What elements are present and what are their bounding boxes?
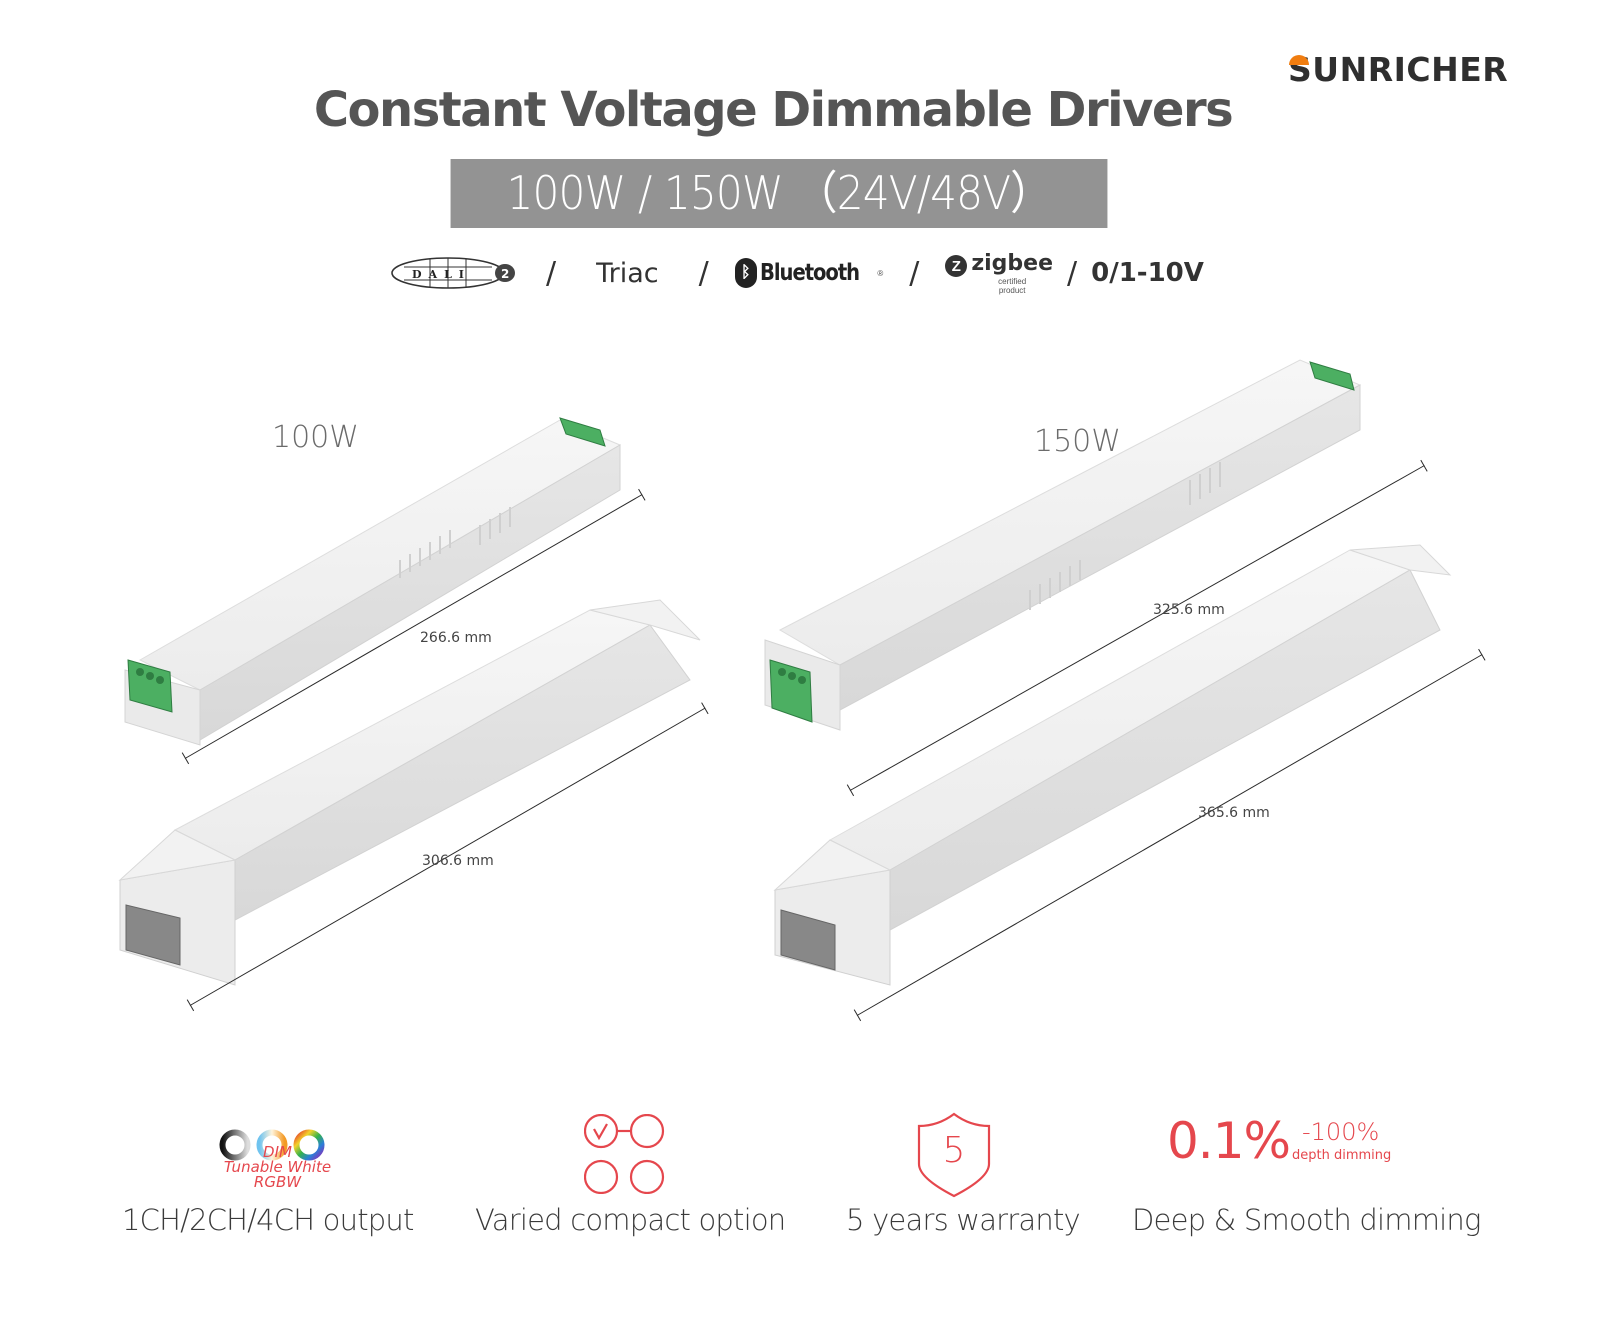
driver-150w-open [764, 359, 1362, 731]
color-rings-icon [219, 1129, 325, 1161]
logo-text: UNRICHER [1312, 50, 1509, 89]
bluetooth-label: Bluetooth [759, 260, 860, 286]
analog-dimming-label: 0/1-10V [1091, 258, 1204, 288]
feature-output-label: 1CH/2CH/4CH output [122, 1203, 414, 1237]
mode-tunable-white: Tunable White [223, 1158, 332, 1176]
dimming-min-value: 0.1% [1167, 1112, 1291, 1170]
output-modes: DIM Tunable White RGBW [205, 1145, 350, 1190]
triac-label: Triac [596, 257, 659, 289]
dali-text: DALI [412, 268, 471, 281]
feature-warranty-label: 5 years warranty [846, 1203, 1081, 1237]
wattage-label-100w: 100W [272, 420, 359, 455]
dimension-150w-open: 325.6 mm [1153, 602, 1225, 618]
zigbee-icon: Z [945, 255, 968, 277]
dali-version: 2 [501, 267, 509, 281]
dimension-100w-covered: 306.6 mm [422, 853, 494, 869]
protocol-row: DALI 2 / Triac / ᛒ Bluetooth ® / Z zigbe… [390, 248, 1204, 298]
driver-100w-open [124, 417, 622, 746]
shield-warranty-icon: 5 [916, 1112, 992, 1198]
bluetooth-icon: ᛒ [734, 258, 757, 288]
zigbee-label: zigbee [971, 251, 1054, 276]
dimension-150w-covered: 365.6 mm [1198, 805, 1270, 821]
separator: / [909, 255, 920, 291]
dimming-depth-caption: depth dimming [1292, 1148, 1392, 1163]
compact-options-icon [584, 1114, 665, 1194]
feature-dimming-label: Deep & Smooth dimming [1132, 1203, 1481, 1237]
power-voltage-banner: 100W / 150W （24V/48V） [450, 159, 1108, 228]
bluetooth-logo: ᛒ Bluetooth ® [734, 258, 884, 288]
dali2-logo-icon: DALI 2 [390, 255, 520, 291]
terminal-block-icon [769, 659, 813, 723]
zigbee-certified: certified [998, 277, 1027, 286]
separator: / [546, 255, 557, 291]
warranty-years-badge: 5 [942, 1130, 966, 1171]
dimension-100w-open: 266.6 mm [420, 630, 492, 646]
page-title: Constant Voltage Dimmable Drivers [313, 82, 1234, 138]
zigbee-product: product [998, 286, 1026, 295]
wattage-label-150w: 150W [1034, 424, 1121, 459]
separator: / [698, 255, 709, 291]
mode-rgbw: RGBW [253, 1173, 302, 1191]
dimming-max-value: -100% [1302, 1118, 1380, 1146]
mode-dim: DIM [263, 1143, 292, 1161]
product-illustrations [118, 359, 1452, 986]
registered-mark: ® [877, 268, 884, 278]
logo-s-letter: S [1288, 50, 1313, 89]
zigbee-logo: Z zigbee certified product [945, 251, 1053, 295]
separator: / [1067, 255, 1078, 291]
terminal-block-icon [127, 659, 173, 713]
driver-100w-covered [118, 599, 701, 986]
brand-logo: SUNRICHER [1288, 50, 1508, 89]
feature-compact-label: Varied compact option [475, 1203, 786, 1237]
driver-150w-covered [773, 544, 1452, 986]
